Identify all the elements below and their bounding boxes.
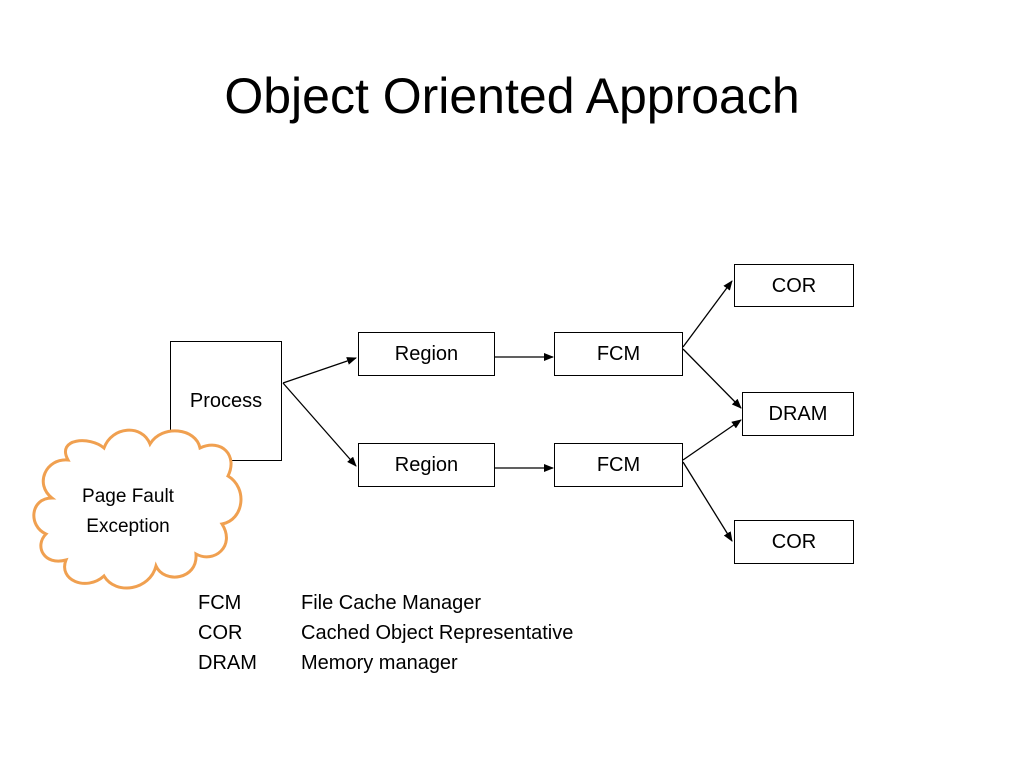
slide-title: Object Oriented Approach xyxy=(224,68,800,124)
arrow-fcm-top-to-cor-top xyxy=(682,280,733,348)
fcm-top-label: FCM xyxy=(596,343,641,365)
legend-meaning-cor: Cached Object Representative xyxy=(301,622,574,644)
legend-row-dram: DRAM Memory manager xyxy=(198,648,573,678)
cloud-label-line-2: Exception xyxy=(86,516,170,537)
cloud-label-line-1: Page Fault xyxy=(82,486,174,507)
fcm-box-top: FCM xyxy=(554,332,683,376)
region-top-label: Region xyxy=(394,343,459,365)
legend-abbr-cor: COR xyxy=(198,622,243,644)
legend-row-cor: COR Cached Object Representative xyxy=(198,618,573,648)
fcm-box-bottom: FCM xyxy=(554,443,683,487)
region-box-top: Region xyxy=(358,332,495,376)
cor-top-label: COR xyxy=(771,274,817,297)
page-fault-exception-label: Page Fault Exception xyxy=(46,482,210,542)
cor-bottom-label: COR xyxy=(771,531,817,553)
legend-abbr-fcm: FCM xyxy=(198,592,242,614)
cor-box-bottom: COR xyxy=(734,520,854,564)
arrow-fcm-top-to-dram xyxy=(682,348,742,409)
fcm-bottom-label: FCM xyxy=(596,454,641,476)
process-label: Process xyxy=(189,390,263,412)
legend: FCM File Cache Manager COR Cached Object… xyxy=(198,588,573,678)
cor-box-top: COR xyxy=(734,264,854,307)
legend-meaning-dram: Memory manager xyxy=(301,652,458,674)
region-box-bottom: Region xyxy=(358,443,495,487)
dram-box: DRAM xyxy=(742,392,854,436)
arrow-process-to-region-top xyxy=(282,357,357,384)
arrow-fcm-bottom-to-dram xyxy=(682,419,742,461)
arrow-process-to-region-bottom xyxy=(282,382,357,467)
arrow-fcm-bottom-to-cor-bottom xyxy=(682,461,733,542)
legend-meaning-fcm: File Cache Manager xyxy=(301,592,482,614)
legend-row-fcm: FCM File Cache Manager xyxy=(198,588,573,618)
region-bottom-label: Region xyxy=(394,454,459,476)
dram-label: DRAM xyxy=(768,403,828,425)
legend-abbr-dram: DRAM xyxy=(198,652,257,674)
